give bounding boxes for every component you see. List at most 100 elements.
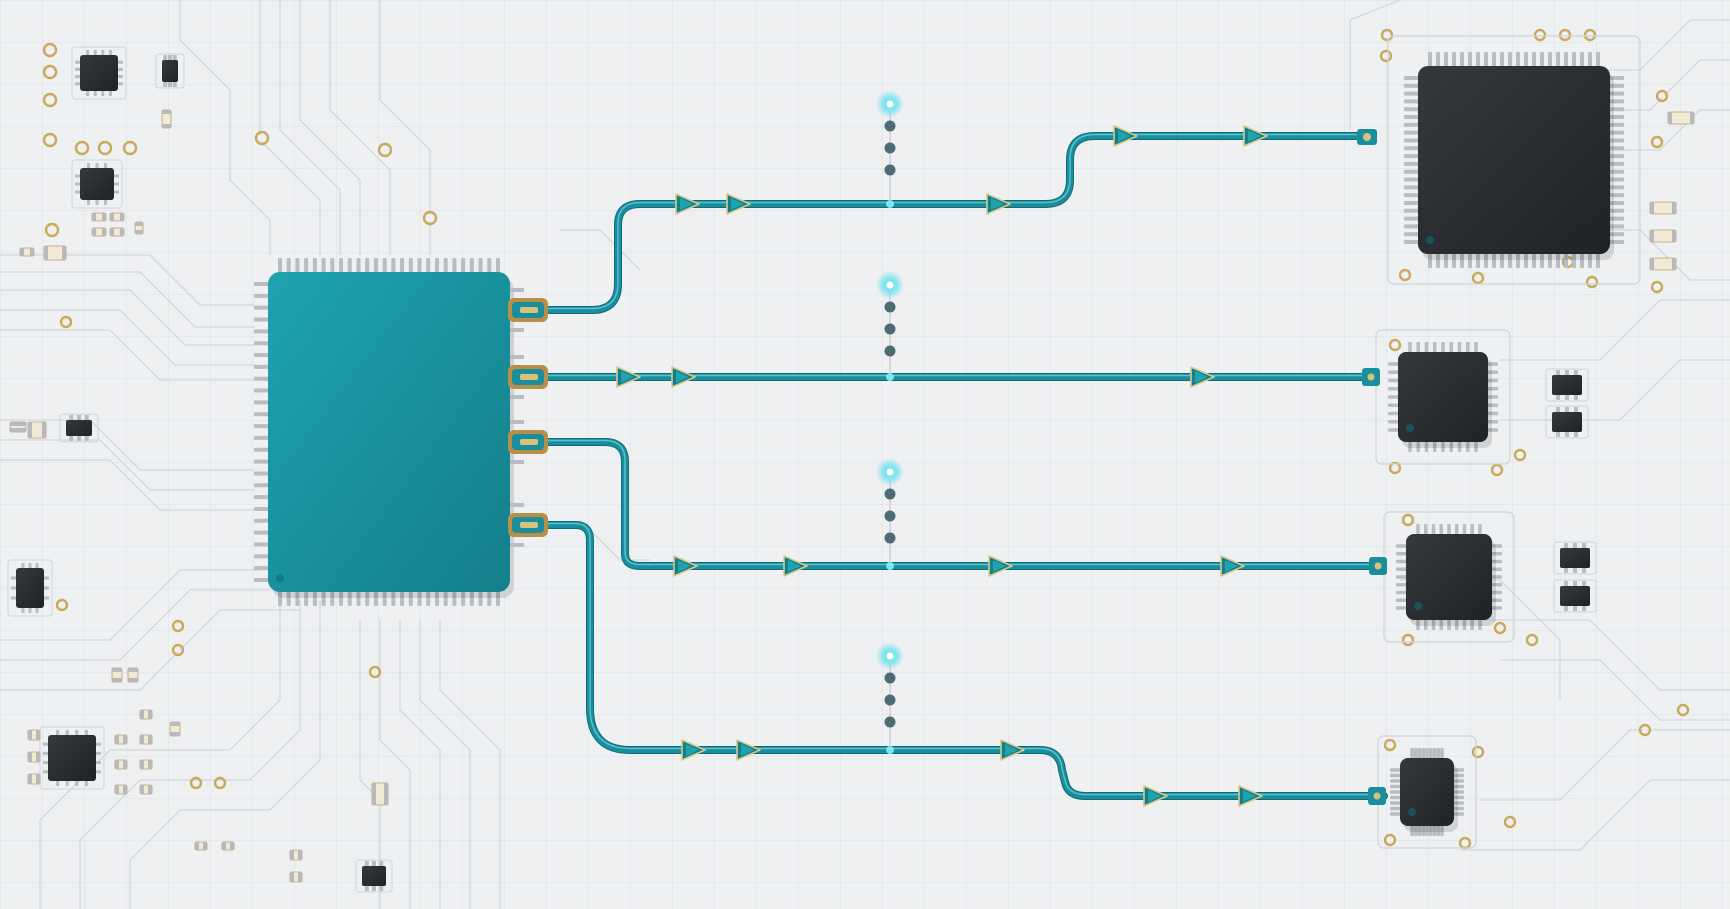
probe-dot [884, 694, 896, 706]
small-ic-left [71, 159, 123, 209]
via-pad [74, 140, 90, 156]
probe-marker [876, 458, 904, 570]
via-pad [1513, 448, 1527, 462]
via-pad [42, 42, 58, 58]
main-teal-chip [254, 258, 514, 606]
via-pad [1493, 621, 1507, 635]
trace-bus-3 [534, 438, 1384, 577]
smd-passive [289, 871, 303, 883]
smd-passive [289, 849, 303, 861]
sot-transistor [1553, 541, 1597, 575]
via-pad [1380, 28, 1394, 42]
via-pad [1471, 745, 1485, 759]
faint-trace [0, 254, 255, 306]
smd-passive [194, 841, 208, 851]
smd-passive [1667, 111, 1695, 125]
faint-trace [259, 0, 321, 255]
faint-trace [0, 289, 255, 346]
probe-dot [884, 345, 896, 357]
probe-dot [884, 488, 896, 500]
via-pad [1471, 271, 1485, 285]
via-pad [55, 598, 69, 612]
probe-dot [884, 532, 896, 544]
pin1-marker [1426, 236, 1434, 244]
connector-pad [508, 503, 548, 547]
faint-trace [359, 620, 381, 909]
smd-passive [169, 721, 181, 737]
smd-passive [114, 759, 128, 770]
smd-passive [134, 221, 144, 235]
via-pad [1585, 275, 1599, 289]
probe-dot [884, 120, 896, 132]
faint-trace [0, 439, 255, 491]
sot-transistor [1545, 368, 1589, 402]
via-pad [59, 315, 73, 329]
faint-trace [329, 0, 391, 255]
smd-passive [114, 784, 128, 795]
smd-passive [1649, 201, 1677, 215]
large-dark-chip [1387, 35, 1641, 285]
smd-passive [9, 421, 27, 433]
chip-body [268, 272, 510, 592]
via-pad [254, 130, 270, 146]
chip-body [1398, 352, 1488, 442]
trace-bus-1 [534, 125, 1367, 314]
smd-passive [27, 729, 41, 741]
probe-marker [876, 90, 904, 208]
probe-marker [876, 271, 904, 381]
faint-trace [419, 620, 471, 909]
via-pad [1490, 463, 1504, 477]
sot-transistor [355, 859, 393, 893]
via-pad [97, 140, 113, 156]
via-pad [1388, 461, 1402, 475]
chip-body [1418, 66, 1610, 254]
via-pad [1638, 723, 1652, 737]
faint-trace [1500, 659, 1730, 721]
via-pad [1503, 815, 1517, 829]
faint-trace [0, 419, 255, 471]
via-pad [42, 64, 58, 80]
via-pad [1401, 633, 1415, 647]
faint-trace [579, 519, 650, 561]
trace-bus-2 [534, 366, 1376, 388]
sot-transistor [1545, 405, 1589, 439]
probe-dot [884, 323, 896, 335]
smd-passive [139, 759, 153, 770]
via-pad [368, 665, 382, 679]
faint-trace [399, 620, 441, 909]
smd-passive [371, 782, 389, 806]
pin1-marker [1408, 808, 1416, 816]
small-ic-bottom-left [39, 726, 105, 790]
smd-passive [139, 734, 153, 745]
dark-chip-2 [1375, 329, 1511, 465]
smd-passive [161, 109, 172, 129]
via-pad [1398, 268, 1412, 282]
sot-transistor [155, 53, 185, 89]
smd-passive [1649, 229, 1677, 243]
faint-trace [1480, 729, 1730, 801]
via-pad [122, 140, 138, 156]
pin1-marker [1414, 602, 1422, 610]
via-pad [1379, 49, 1393, 63]
sot-transistor [1553, 579, 1597, 613]
connector-pad [508, 355, 548, 399]
faint-trace [1500, 299, 1730, 361]
faint-trace [379, 0, 431, 255]
via-pad [1383, 833, 1397, 847]
smd-passive [139, 784, 153, 795]
connector-pad [508, 420, 548, 464]
via-pad [377, 142, 393, 158]
via-pad [1383, 738, 1397, 752]
faint-trace [0, 271, 255, 328]
pin1-marker [276, 574, 284, 582]
chips [254, 35, 1641, 849]
faint-trace [0, 329, 255, 381]
via-pad [422, 210, 438, 226]
smd-passive [114, 734, 128, 745]
footprint-outline [1387, 35, 1641, 285]
trace-bus-4 [534, 521, 1388, 807]
small-ic-mid-left [7, 559, 53, 617]
faint-trace [1349, 0, 1401, 130]
